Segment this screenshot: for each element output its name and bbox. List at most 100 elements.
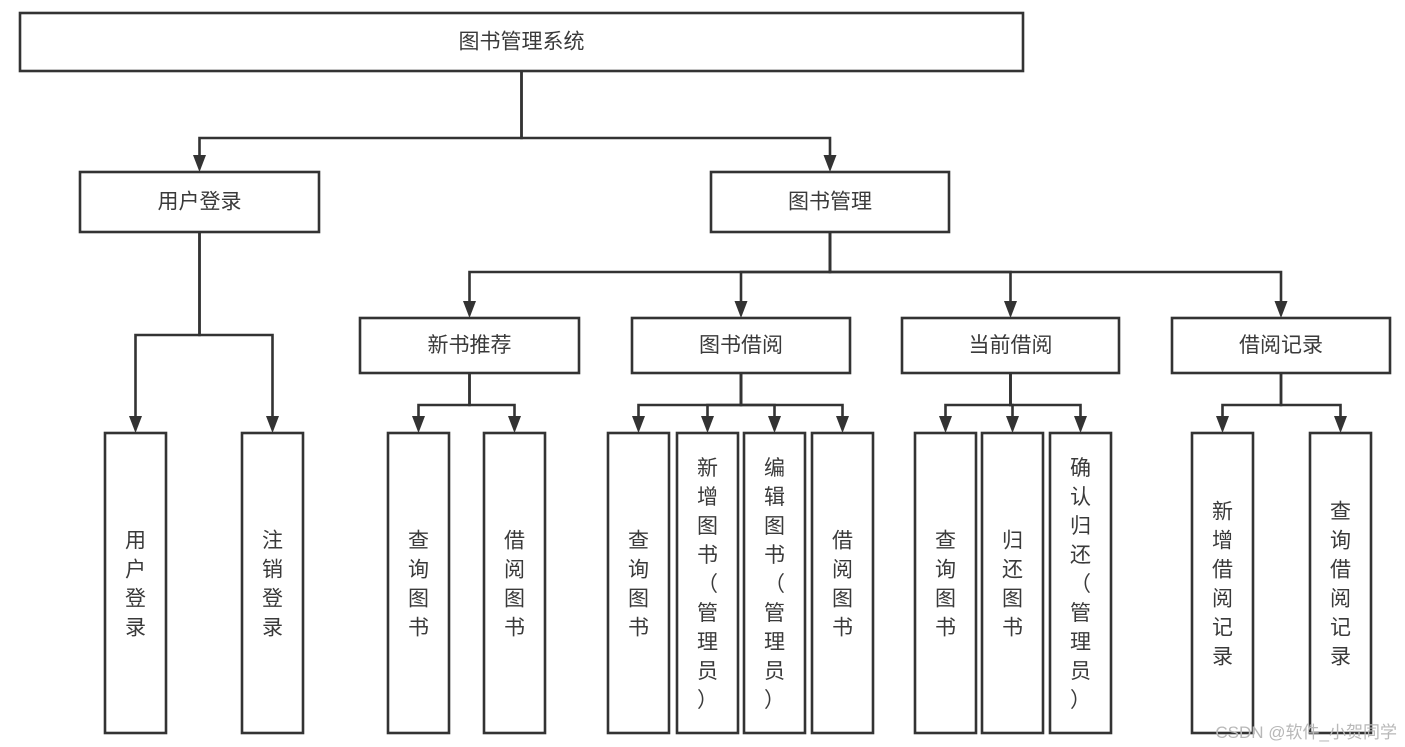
arrow-head-l-logout: [266, 416, 279, 433]
arrow-head-newbook: [463, 301, 476, 318]
node-l-rec-add[interactable]: 新增借阅记录: [1190, 431, 1255, 735]
connector-bookmgmt-to-records: [828, 232, 1283, 303]
node-l-logout[interactable]: 注销登录: [240, 431, 305, 735]
node-box-l-rec-add: [1190, 431, 1255, 735]
node-label-l-bw-borrow: 借阅图书: [832, 530, 853, 640]
node-l-bw-edit[interactable]: 编辑图书（管理员）: [742, 431, 807, 735]
node-label-l-cur-cfm: 确认归还（管理员）: [1070, 457, 1091, 712]
node-label-l-nb-borrow: 借阅图书: [504, 530, 525, 640]
connector-records-to-l-rec-add: [1221, 373, 1283, 418]
node-box-l-logout: [240, 431, 305, 735]
node-box-l-rec-query: [1308, 431, 1373, 735]
arrow-head-l-nb-borrow: [508, 416, 521, 433]
node-box-borrow: [630, 316, 852, 375]
node-label-l-nb-query: 查询图书: [408, 530, 429, 640]
node-label-l-cur-back: 归还图书: [1002, 530, 1023, 640]
node-box-l-cur-back: [980, 431, 1045, 735]
node-newbook[interactable]: 新书推荐: [358, 316, 581, 375]
node-borrow[interactable]: 图书借阅: [630, 316, 852, 375]
arrow-head-l-bw-borrow: [836, 416, 849, 433]
node-box-login: [78, 170, 321, 234]
node-l-bw-borrow[interactable]: 借阅图书: [810, 431, 875, 735]
watermark-text: CSDN @软件_小贺同学: [1215, 723, 1397, 742]
arrow-head-l-cur-back: [1006, 416, 1019, 433]
node-l-nb-borrow[interactable]: 借阅图书: [482, 431, 547, 735]
node-box-l-bw-edit: [742, 431, 807, 735]
node-l-rec-query[interactable]: 查询借阅记录: [1308, 431, 1373, 735]
connector-root-to-login: [198, 71, 523, 157]
connector-borrow-to-l-bw-query: [637, 373, 743, 418]
arrow-head-l-cur-cfm: [1074, 416, 1087, 433]
arrow-head-login: [193, 155, 206, 172]
node-box-l-bw-query: [606, 431, 671, 735]
connector-records-to-l-rec-query: [1279, 373, 1342, 418]
node-box-records: [1170, 316, 1392, 375]
node-label-l-cur-query: 查询图书: [935, 530, 956, 640]
node-label-newbook: 新书推荐: [428, 334, 512, 357]
arrow-head-l-login: [129, 416, 142, 433]
node-bookmgmt[interactable]: 图书管理: [709, 170, 951, 234]
node-label-l-bw-add: 新增图书（管理员）: [697, 457, 718, 712]
node-label-bookmgmt: 图书管理: [788, 191, 872, 214]
arrow-head-l-nb-query: [412, 416, 425, 433]
arrow-head-l-rec-query: [1334, 416, 1347, 433]
node-box-l-login: [103, 431, 168, 735]
node-l-login[interactable]: 用户登录: [103, 431, 168, 735]
connector-current-to-l-cur-query: [944, 373, 1012, 418]
node-l-nb-query[interactable]: 查询图书: [386, 431, 451, 735]
node-label-root: 图书管理系统: [459, 31, 585, 54]
node-label-l-rec-query: 查询借阅记录: [1330, 501, 1351, 669]
node-label-l-logout: 注销登录: [262, 530, 283, 640]
connector-current-to-l-cur-cfm: [1009, 373, 1082, 418]
node-label-l-login: 用户登录: [125, 530, 146, 640]
connector-login-to-l-login: [134, 232, 201, 418]
node-label-l-rec-add: 新增借阅记录: [1212, 501, 1233, 669]
node-box-l-cur-cfm: [1048, 431, 1113, 735]
connector-borrow-to-l-bw-add: [706, 373, 743, 418]
node-label-current: 当前借阅: [969, 334, 1053, 357]
arrow-head-bookmgmt: [823, 155, 837, 172]
connector-borrow-to-l-bw-borrow: [739, 373, 844, 418]
connector-login-to-l-logout: [198, 232, 274, 418]
node-box-root: [18, 11, 1025, 73]
connector-bookmgmt-to-borrow: [739, 232, 832, 303]
node-root[interactable]: 图书管理系统: [18, 11, 1025, 73]
node-login[interactable]: 用户登录: [78, 170, 321, 234]
node-box-l-cur-query: [913, 431, 978, 735]
arrow-head-l-cur-query: [939, 416, 952, 433]
node-l-cur-back[interactable]: 归还图书: [980, 431, 1045, 735]
node-l-cur-cfm[interactable]: 确认归还（管理员）: [1048, 431, 1113, 735]
arrow-head-borrow: [734, 301, 748, 318]
node-l-bw-query[interactable]: 查询图书: [606, 431, 671, 735]
node-l-bw-add[interactable]: 新增图书（管理员）: [675, 431, 740, 735]
arrow-head-l-bw-add: [701, 416, 714, 433]
node-label-borrow: 图书借阅: [699, 334, 783, 357]
nodes-layer: 图书管理系统用户登录图书管理新书推荐图书借阅当前借阅借阅记录用户登录注销登录查询…: [18, 11, 1392, 735]
connector-borrow-to-l-bw-edit: [739, 373, 776, 418]
node-box-l-bw-borrow: [810, 431, 875, 735]
arrow-head-l-bw-query: [632, 416, 645, 433]
connector-newbook-to-l-nb-borrow: [468, 373, 516, 418]
connector-root-to-bookmgmt: [520, 71, 832, 157]
arrow-head-l-rec-add: [1216, 416, 1229, 433]
edges-layer: [129, 71, 1347, 433]
arrow-head-records: [1274, 301, 1288, 318]
node-box-l-nb-borrow: [482, 431, 547, 735]
node-current[interactable]: 当前借阅: [900, 316, 1121, 375]
node-box-newbook: [358, 316, 581, 375]
node-label-l-bw-edit: 编辑图书（管理员）: [764, 457, 785, 712]
node-label-l-bw-query: 查询图书: [628, 530, 649, 640]
node-label-records: 借阅记录: [1239, 334, 1323, 357]
node-box-current: [900, 316, 1121, 375]
node-box-bookmgmt: [709, 170, 951, 234]
node-records[interactable]: 借阅记录: [1170, 316, 1392, 375]
node-l-cur-query[interactable]: 查询图书: [913, 431, 978, 735]
node-label-login: 用户登录: [158, 191, 242, 214]
node-box-l-bw-add: [675, 431, 740, 735]
node-box-l-nb-query: [386, 431, 451, 735]
arrow-head-current: [1004, 301, 1017, 318]
connector-bookmgmt-to-current: [828, 232, 1012, 303]
connector-newbook-to-l-nb-query: [417, 373, 471, 418]
